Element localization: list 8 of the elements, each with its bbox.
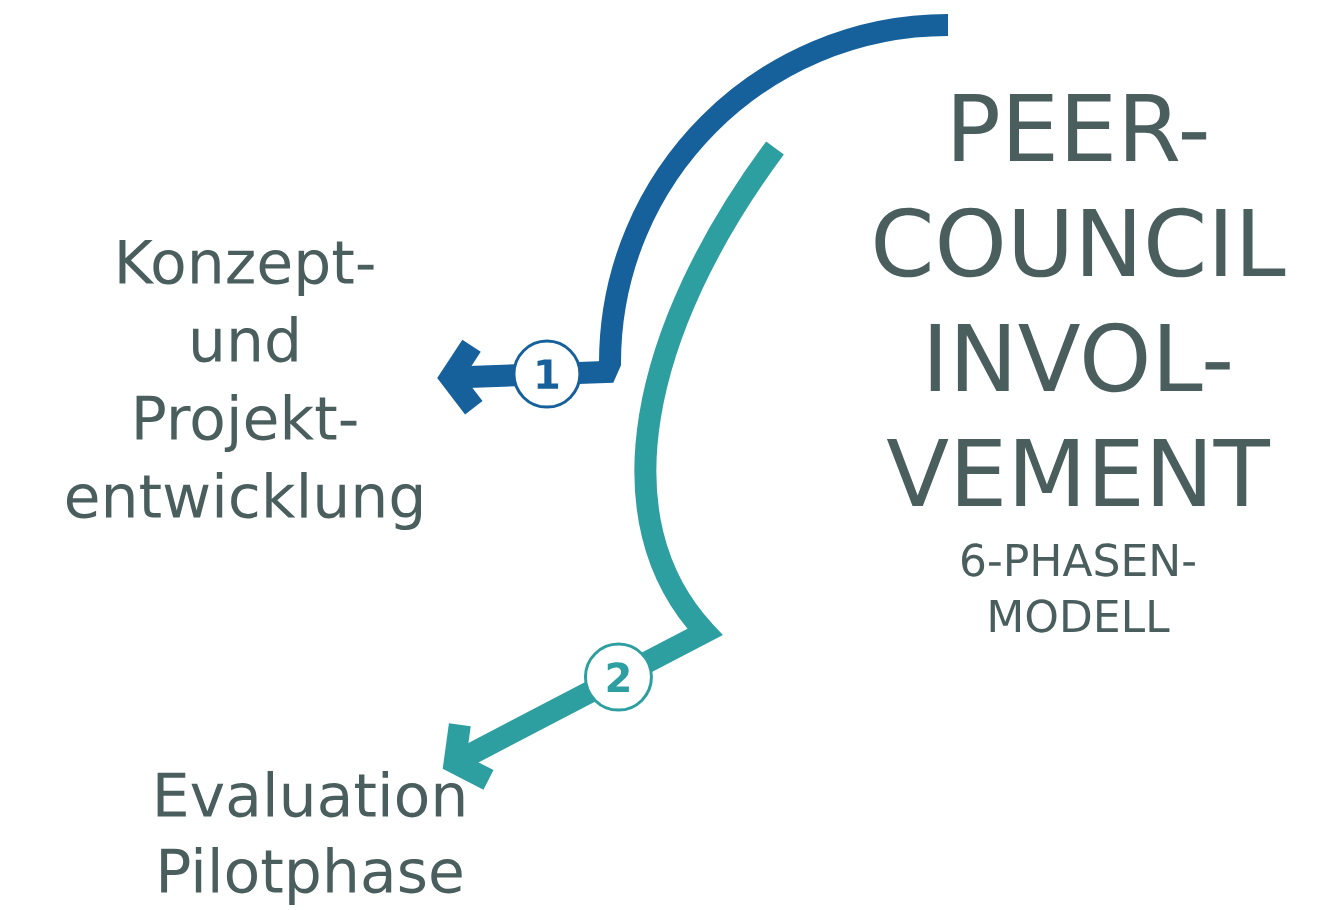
phase-label: Evaluation Pilotphase bbox=[157, 770, 464, 905]
step-number: 2 bbox=[583, 642, 653, 712]
step-number: 1 bbox=[512, 339, 582, 409]
title: PEER- COUNCIL INVOL- VEMENT bbox=[875, 93, 1286, 506]
arrow bbox=[442, 141, 785, 790]
arrow bbox=[437, 14, 949, 415]
phase-label: Konzept- und Projekt- entwicklung bbox=[66, 239, 421, 531]
subtitle: 6-PHASEN- MODELL bbox=[962, 543, 1195, 633]
